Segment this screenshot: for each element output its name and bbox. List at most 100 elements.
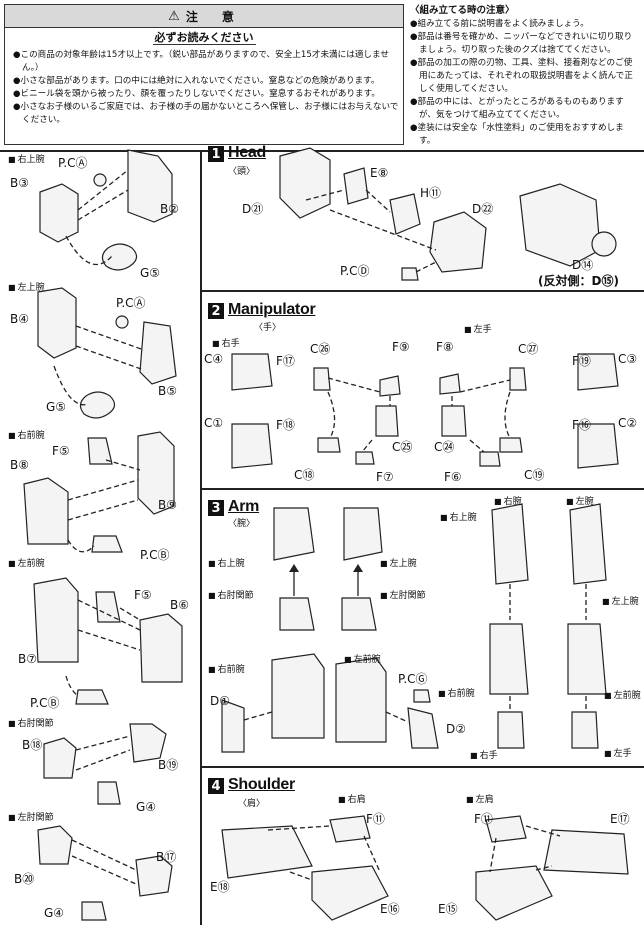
- assembly-notes-title: 〈組み立てる時の注意〉: [410, 5, 515, 16]
- section-divider-1: [200, 290, 644, 292]
- section-jp-title: 〈手〉: [254, 323, 282, 333]
- label-c24: C㉔: [434, 440, 455, 454]
- label-g4-2: G④: [44, 906, 65, 920]
- assembly-notes: 〈組み立てる時の注意〉 ●組み立てる前に説明書をよく読みましょう。 ●部品は番号…: [410, 4, 640, 148]
- part-l-arm-hand: [571, 711, 599, 749]
- label-pca: P.CⒶ: [58, 156, 88, 170]
- part-r-arm-hand: [497, 711, 525, 749]
- section-jp-title: 〈頭〉: [228, 167, 256, 177]
- part-b6: [139, 613, 183, 683]
- part-e18: [221, 825, 313, 879]
- part-h11: [389, 193, 421, 235]
- part-e15: [475, 865, 553, 921]
- label-c19: C⑲: [524, 468, 545, 482]
- label-c3: C③: [618, 352, 638, 366]
- section-number: 1: [208, 146, 224, 162]
- title-l-upper-arm: 左上腕: [8, 280, 45, 293]
- label-b3: B③: [10, 176, 29, 190]
- part-f5-2: [95, 591, 121, 623]
- part-b8: [23, 477, 69, 545]
- label-f5: F⑤: [52, 444, 70, 458]
- label-d14: D⑭: [572, 258, 594, 272]
- label-l-elbow-joint: 左肘関節: [380, 588, 426, 601]
- warning-list: ●この商品の対象年齢は15才以上です。（鋭い部品がありますので、安全上15才未満…: [13, 49, 399, 127]
- warning-title: 注 意: [185, 9, 240, 24]
- part-f9: [379, 375, 401, 397]
- label-b20: B⑳: [14, 872, 35, 886]
- label-c27: C㉗: [518, 342, 539, 356]
- part-d22: [429, 211, 487, 273]
- title-left-hand: 左手: [464, 322, 492, 335]
- part-pca-2: [115, 315, 129, 329]
- label-e8: E⑧: [370, 166, 389, 180]
- label-f8: F⑧: [436, 340, 454, 354]
- section-number: 2: [208, 303, 224, 319]
- part-g4: [97, 781, 121, 805]
- label-pca-2: P.CⒶ: [116, 296, 146, 310]
- part-pcb-2: [75, 689, 109, 705]
- label-l-upper: 左上腕: [380, 556, 417, 569]
- title-r-elbow: 右肘関節: [8, 716, 54, 729]
- part-f5: [87, 437, 113, 465]
- part-f11-l: [485, 815, 527, 843]
- label-pcb-2: P.CⒷ: [30, 696, 60, 710]
- label-r-upper-2: 右上腕: [440, 510, 477, 523]
- label-g5-2: G⑤: [46, 400, 67, 414]
- title-r-forearm: 右前腕: [8, 428, 45, 441]
- label-g5: G⑤: [140, 266, 161, 280]
- part-c24: [441, 405, 467, 437]
- part-l-elbow: [341, 597, 377, 631]
- label-c25: C㉕: [392, 440, 413, 454]
- part-b3: [39, 183, 79, 243]
- part-b18: [43, 737, 77, 779]
- part-c27: [509, 367, 527, 391]
- label-f7: F⑦: [376, 470, 394, 484]
- part-r-arm-forearm: [489, 623, 529, 695]
- section-manipulator-title: 2 Manipulator: [208, 301, 316, 319]
- label-b9: B⑨: [158, 498, 177, 512]
- part-d14: [591, 231, 617, 257]
- part-c1: [231, 423, 273, 469]
- part-b17: [135, 855, 173, 897]
- top-divider: [0, 150, 644, 152]
- title-l-forearm: 左前腕: [8, 556, 45, 569]
- part-pcd: [401, 267, 419, 281]
- label-l-upper-2: 左上腕: [602, 594, 639, 607]
- part-l-arm-forearm: [567, 623, 607, 695]
- section-number: 4: [208, 778, 224, 794]
- part-pcb: [91, 535, 123, 553]
- part-g5: [101, 243, 138, 271]
- part-b9: [137, 431, 175, 515]
- part-head-assembled: [519, 183, 601, 267]
- part-f8: [439, 373, 461, 395]
- title-right-hand: 右手: [212, 336, 240, 349]
- label-b8: B⑧: [10, 458, 29, 472]
- label-d21: D㉑: [242, 202, 264, 216]
- label-opposite-side: (反対側：D⑮): [538, 274, 619, 288]
- label-b18: B⑱: [22, 738, 43, 752]
- part-b7: [33, 577, 79, 663]
- title-r-upper-arm: 右上腕: [8, 152, 45, 165]
- section-jp-title: 〈肩〉: [238, 799, 266, 809]
- section-divider-2: [200, 488, 644, 490]
- label-b19: B⑲: [158, 758, 179, 772]
- label-e17: E⑰: [610, 812, 630, 826]
- column-divider: [200, 150, 202, 925]
- label-f16: F⑯: [572, 418, 591, 432]
- note-item: ●部品の中には、とがったところがあるものもありますが、気をつけて組み立ててくださ…: [410, 97, 624, 120]
- part-e8: [343, 167, 369, 205]
- part-c4: [231, 353, 273, 391]
- warning-header: ⚠ 注 意: [5, 5, 403, 28]
- part-c25: [375, 405, 399, 437]
- part-c26: [313, 367, 331, 391]
- part-b19: [129, 723, 167, 763]
- part-r-forearm: [271, 653, 325, 739]
- part-f6: [479, 451, 501, 467]
- label-b4: B④: [10, 312, 29, 326]
- section-jp-title: 〈腕〉: [228, 519, 256, 529]
- part-d2: [407, 707, 439, 749]
- label-c2: C②: [618, 416, 638, 430]
- label-f17: F⑰: [276, 354, 295, 368]
- label-r-elbow-joint: 右肘関節: [208, 588, 254, 601]
